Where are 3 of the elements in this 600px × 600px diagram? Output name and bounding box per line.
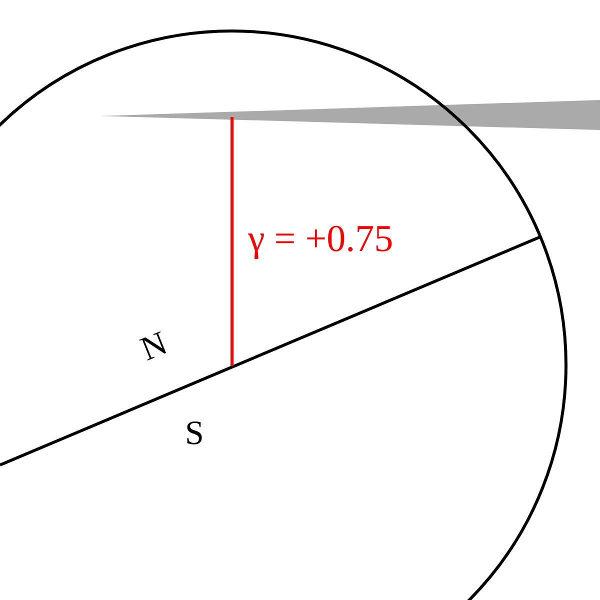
pole-label: N <box>136 326 172 368</box>
gamma-value-label: γ = +0.75 <box>248 220 394 258</box>
pole-label: S <box>185 417 204 451</box>
